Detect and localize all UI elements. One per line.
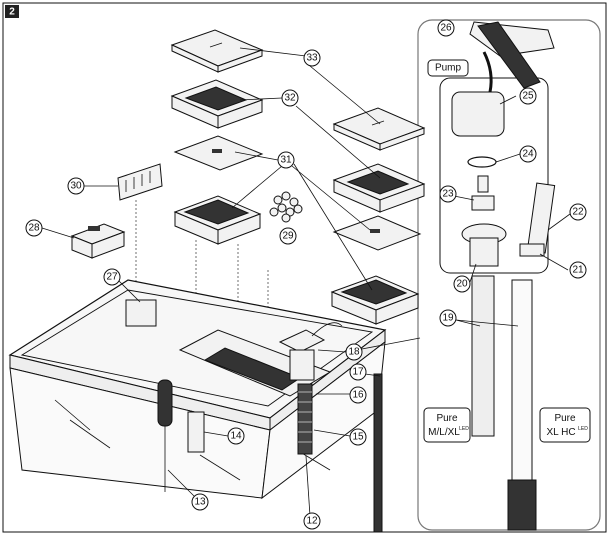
callout-number-12: 12 bbox=[306, 516, 318, 527]
variant-left-line1: Pure bbox=[436, 413, 458, 424]
callout-circle-30 bbox=[67, 177, 85, 195]
callout-number-29: 29 bbox=[282, 231, 294, 242]
callout-number-17: 17 bbox=[352, 367, 364, 378]
pump-assembly-18 bbox=[278, 322, 343, 381]
hose-15 bbox=[297, 383, 313, 455]
impeller-23 bbox=[471, 175, 495, 211]
callout-circle-14 bbox=[227, 427, 245, 445]
callout-number-15: 15 bbox=[352, 432, 364, 443]
pump-housing-20 bbox=[461, 223, 507, 267]
callout-number-23: 23 bbox=[442, 189, 454, 200]
pipe-strip-17 bbox=[373, 373, 383, 533]
callout-circle-32 bbox=[281, 89, 299, 107]
variant-box-right bbox=[539, 407, 591, 443]
variant-left-sup: LED bbox=[459, 426, 469, 432]
callout-number-27: 27 bbox=[106, 272, 118, 283]
callout-circle-24 bbox=[519, 145, 537, 163]
o-ring-24 bbox=[467, 156, 497, 168]
pump-25 bbox=[451, 51, 505, 137]
variant-right-line1: Pure bbox=[554, 413, 576, 424]
variant-box-left bbox=[423, 407, 471, 443]
filter-pad-31-upper bbox=[173, 135, 264, 171]
intake-pipe-22 bbox=[519, 182, 556, 257]
callout-number-21: 21 bbox=[572, 265, 584, 276]
figure-number-badge bbox=[5, 5, 19, 18]
tray-32-right bbox=[332, 163, 426, 213]
lid-33-right bbox=[332, 107, 426, 151]
figure-number: 2 bbox=[9, 7, 15, 18]
callout-circle-12 bbox=[303, 512, 321, 530]
callout-circle-31 bbox=[277, 151, 295, 169]
hose-19-left bbox=[471, 275, 495, 437]
callout-circle-27 bbox=[103, 268, 121, 286]
filter-pad-31-right bbox=[332, 215, 422, 251]
tray-32-left bbox=[170, 79, 264, 129]
variant-right-line2: XL HC bbox=[546, 427, 575, 438]
callout-number-28: 28 bbox=[28, 223, 40, 234]
hose-19-right bbox=[507, 279, 537, 531]
cartridge-28 bbox=[70, 223, 126, 259]
callout-circle-19 bbox=[439, 309, 457, 327]
callout-circle-25 bbox=[519, 87, 537, 105]
callout-number-31: 31 bbox=[280, 155, 292, 166]
lid-33-left bbox=[170, 29, 264, 73]
callout-number-13: 13 bbox=[194, 497, 206, 508]
callout-circle-15 bbox=[349, 428, 367, 446]
callout-number-19: 19 bbox=[442, 313, 454, 324]
callout-circle-16 bbox=[349, 386, 367, 404]
callout-number-24: 24 bbox=[522, 149, 534, 160]
callout-number-14: 14 bbox=[230, 431, 242, 442]
callout-number-20: 20 bbox=[456, 279, 468, 290]
callout-number-25: 25 bbox=[522, 91, 534, 102]
callout-circle-29 bbox=[279, 227, 297, 245]
variant-left-line2: M/L/XL bbox=[428, 427, 460, 438]
callout-number-26: 26 bbox=[440, 23, 452, 34]
callout-circle-21 bbox=[569, 261, 587, 279]
overflow-comb-30 bbox=[117, 163, 163, 201]
holder-14 bbox=[187, 411, 205, 453]
callout-circle-28 bbox=[25, 219, 43, 237]
callout-circle-18 bbox=[345, 343, 363, 361]
variant-right-sup: LED bbox=[578, 426, 588, 432]
heater-13 bbox=[157, 379, 173, 492]
callout-circle-22 bbox=[569, 203, 587, 221]
pump-panel-label: Pump bbox=[435, 63, 462, 74]
callout-circle-20 bbox=[453, 275, 471, 293]
filter-basket-31-right bbox=[330, 275, 420, 325]
pump-cover-26 bbox=[469, 21, 555, 89]
filter-media-29 bbox=[269, 191, 303, 223]
leader-lines bbox=[41, 47, 571, 517]
callout-circle-26 bbox=[437, 19, 455, 37]
callout-circle-13 bbox=[191, 493, 209, 511]
callout-number-30: 30 bbox=[70, 181, 82, 192]
callout-labels: 12 13 14 15 16 17 18 19 20 21 22 23 24 25 26 27 28 29 30 31… bbox=[25, 19, 587, 530]
callout-number-32: 32 bbox=[284, 93, 296, 104]
callout-number-16: 16 bbox=[352, 390, 364, 401]
callout-number-18: 18 bbox=[348, 347, 360, 358]
callout-circle-17 bbox=[349, 363, 367, 381]
aquarium-tank bbox=[8, 279, 387, 500]
callout-circle-33 bbox=[303, 49, 321, 67]
pump-detail-panel bbox=[439, 77, 549, 274]
pump-panel-label-box bbox=[427, 59, 469, 77]
callout-circle-23 bbox=[439, 185, 457, 203]
filter-basket-31-left bbox=[173, 195, 262, 245]
callout-number-22: 22 bbox=[572, 207, 584, 218]
callout-number-33: 33 bbox=[306, 53, 318, 64]
